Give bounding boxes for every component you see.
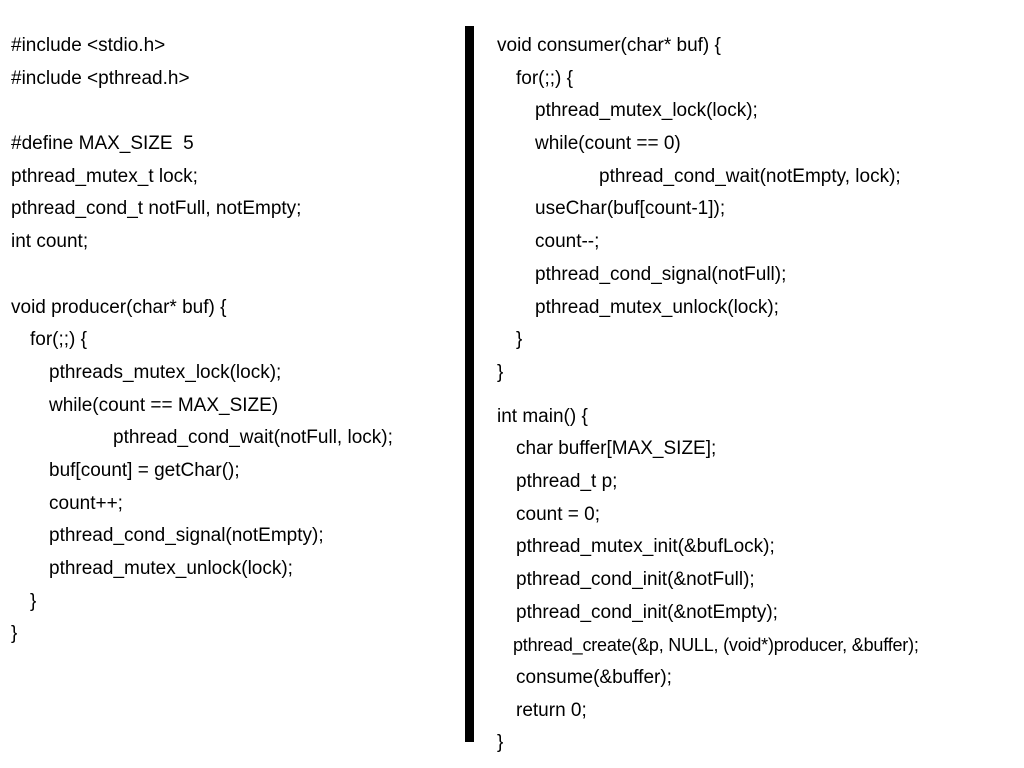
code-line: pthread_cond_wait(notFull, lock); <box>113 427 393 449</box>
code-line: #include <pthread.h> <box>11 67 190 89</box>
code-line: count++; <box>49 492 123 514</box>
code-line: pthreads_mutex_lock(lock); <box>49 361 282 383</box>
code-line: } <box>497 361 504 383</box>
code-line: for(;;) { <box>516 67 574 89</box>
code-line: pthread_cond_signal(notFull); <box>535 263 787 285</box>
code-line: pthread_cond_t notFull, notEmpty; <box>11 198 302 220</box>
code-line: #define MAX_SIZE 5 <box>11 133 194 155</box>
code-line: } <box>11 623 18 645</box>
code-line: pthread_mutex_t lock; <box>11 165 198 187</box>
code-line: pthread_cond_init(&notFull); <box>516 569 755 590</box>
code-line: pthread_t p; <box>516 470 618 492</box>
code-line <box>11 95 461 128</box>
code-line: buf[count] = getChar(); <box>49 459 240 481</box>
code-line: pthread_mutex_init(&bufLock); <box>516 536 775 558</box>
code-line: pthread_create(&p, NULL, (void*)producer… <box>513 635 919 656</box>
left-code-column: #include <stdio.h> #include <pthread.h> #d… <box>11 30 461 651</box>
code-line: useChar(buf[count-1]); <box>535 198 726 220</box>
code-line: } <box>30 590 37 612</box>
code-line: } <box>497 732 504 754</box>
code-line: pthread_cond_wait(notEmpty, lock); <box>599 165 901 187</box>
code-line: pthread_mutex_unlock(lock); <box>535 296 779 318</box>
code-line: pthread_mutex_lock(lock); <box>535 100 758 122</box>
code-line: while(count == 0) <box>535 133 681 155</box>
code-line: pthread_cond_signal(notEmpty); <box>49 525 324 547</box>
code-line <box>11 259 461 292</box>
code-line: void consumer(char* buf) { <box>497 35 721 56</box>
code-line: #include <stdio.h> <box>11 35 166 56</box>
code-line: count--; <box>535 231 600 253</box>
code-line: int count; <box>11 231 89 253</box>
code-line: count = 0; <box>516 503 600 525</box>
code-line: for(;;) { <box>30 329 88 351</box>
code-line: consume(&buffer); <box>516 667 672 689</box>
right-code-column: void consumer(char* buf) { for(;;) { pthre… <box>497 30 1022 760</box>
column-divider <box>465 26 474 742</box>
code-line: void producer(char* buf) { <box>11 296 227 318</box>
code-line: char buffer[MAX_SIZE]; <box>516 438 717 460</box>
code-line: pthread_mutex_unlock(lock); <box>49 558 293 579</box>
code-line: while(count == MAX_SIZE) <box>49 394 279 416</box>
code-line: pthread_cond_init(&notEmpty); <box>516 601 778 623</box>
code-line: return 0; <box>516 699 587 721</box>
code-line: int main() { <box>497 405 588 427</box>
code-line: } <box>516 329 523 351</box>
